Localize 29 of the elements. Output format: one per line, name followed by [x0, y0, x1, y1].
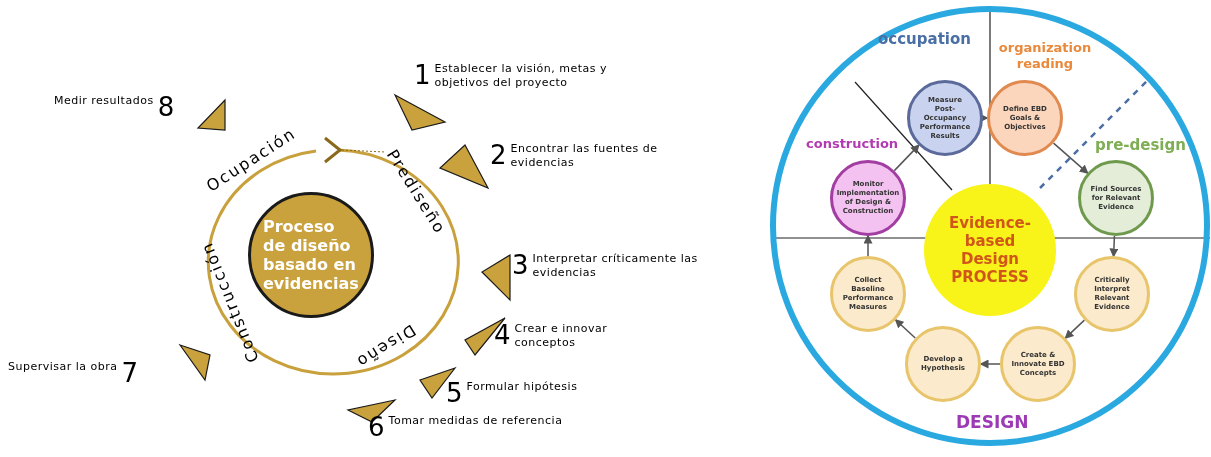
region-label: pre-design	[1095, 135, 1186, 156]
step-description: Formular hipótesis	[466, 380, 578, 394]
connector-arrow	[1052, 142, 1089, 174]
step-description: Interpretar críticamente las evidencias	[532, 252, 699, 280]
step-number: 5	[446, 380, 463, 406]
step-description: Encontrar las fuentes de evidencias	[510, 142, 659, 170]
step-number: 1	[414, 62, 431, 88]
step-description: Supervisar la obra	[8, 360, 118, 374]
step-number: 8	[157, 94, 175, 120]
region-label: DESIGN	[956, 411, 1029, 434]
region-label: occupation	[878, 29, 971, 50]
step-description: Medir resultados	[54, 94, 154, 108]
region-label: organization reading	[997, 40, 1093, 72]
connector-arrow	[863, 234, 873, 257]
connector-arrow	[979, 359, 1001, 369]
step-number: 2	[490, 142, 507, 168]
step-number: 7	[121, 360, 139, 386]
region-label: construction	[806, 135, 899, 153]
connector-arrow	[1109, 235, 1119, 258]
step-description: Establecer la visión, metas y objetivos del proyecto	[434, 62, 609, 90]
center-title: Evidence-based Design PROCESS	[947, 214, 1032, 286]
center-title: Proceso de diseño basado en evidencias	[263, 217, 359, 293]
connector-arrow	[894, 318, 916, 339]
step-number: 4	[494, 322, 511, 348]
step-description: Tomar medidas de referencia	[388, 414, 563, 428]
connector-arrow	[1064, 319, 1086, 339]
step-number: 6	[368, 414, 385, 440]
step-number: 3	[512, 252, 529, 278]
step-description: Crear e innovar conceptos	[514, 322, 609, 350]
